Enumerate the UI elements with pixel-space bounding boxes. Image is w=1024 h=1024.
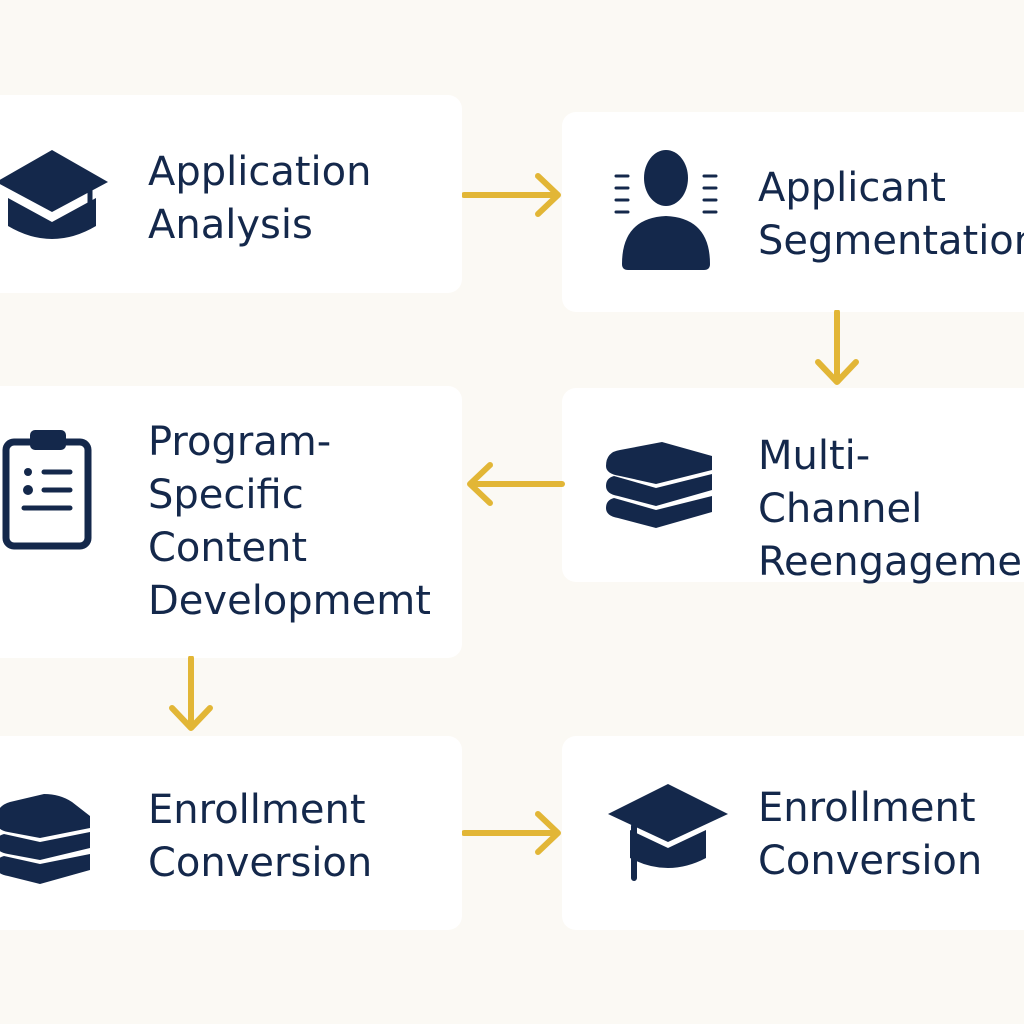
book-stack-icon — [0, 794, 90, 884]
book-stack-icon — [606, 442, 712, 528]
arrow-down-2 — [169, 656, 213, 731]
step-card-applicant-segmentation — [562, 112, 1024, 312]
step-label: Enrollment Conversion — [758, 785, 983, 884]
step-label: Enrollment Conversion — [148, 787, 373, 886]
step-label: Application Analysis — [148, 149, 372, 248]
step-card-program-specific-content — [0, 386, 462, 658]
clipboard-checklist-icon — [2, 430, 92, 550]
graduation-cap-icon — [0, 150, 108, 239]
arrow-down-1 — [815, 310, 859, 385]
step-card-enrollment-conversion-right — [562, 736, 1024, 930]
arrow-right-1 — [462, 173, 561, 217]
arrow-left-1 — [467, 462, 565, 506]
step-card-enrollment-conversion-left — [0, 736, 462, 930]
graduation-cap-icon — [608, 784, 728, 881]
arrow-right-2 — [462, 811, 561, 855]
step-label: Program- Specific Content Developmemt — [148, 419, 431, 624]
person-icon — [614, 150, 718, 270]
step-label: Multi-Channel Reengagement — [758, 433, 1024, 585]
step-label: Applicant Segmentation — [758, 165, 1024, 264]
